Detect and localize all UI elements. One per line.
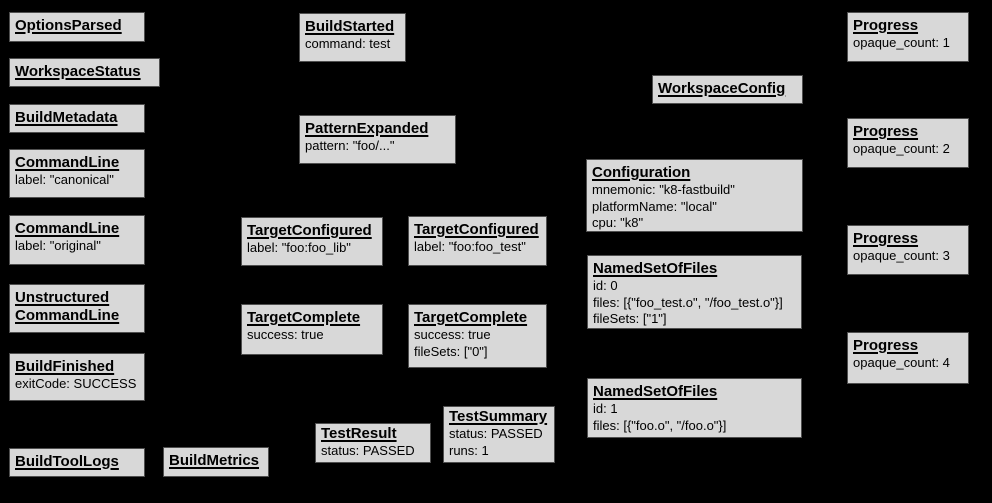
- event-box-command-line-canonical: CommandLine label: "canonical": [9, 149, 145, 198]
- event-field: platformName: "local": [592, 198, 717, 214]
- event-title: Progress: [853, 123, 919, 140]
- event-box-named-set-of-files-1: NamedSetOfFiles id: 1 files: [{"foo.o", …: [587, 378, 802, 438]
- event-title: NamedSetOfFiles: [593, 383, 718, 400]
- event-field: id: 1: [593, 401, 618, 416]
- event-box-configuration: Configuration mnemonic: "k8-fastbuild" p…: [586, 159, 803, 232]
- event-box-test-result: TestResult status: PASSED: [315, 423, 431, 463]
- event-field: fileSets: ["1"]: [593, 311, 667, 326]
- event-title: WorkspaceConfig: [658, 80, 786, 97]
- event-title: NamedSetOfFiles: [593, 260, 718, 277]
- event-field: files: [{"foo_test.o", "/foo_test.o"}]: [593, 294, 783, 310]
- event-title: BuildMetadata: [15, 109, 118, 126]
- event-title: TargetComplete: [247, 309, 361, 326]
- event-field: exitCode: SUCCESS: [15, 376, 137, 391]
- event-box-options-parsed: OptionsParsed: [9, 12, 145, 42]
- event-field: status: PASSED: [321, 443, 415, 458]
- event-box-target-complete-foo-test: TargetComplete success: true fileSets: […: [408, 304, 547, 368]
- event-field: mnemonic: "k8-fastbuild": [592, 182, 735, 197]
- event-title: TargetConfigured: [414, 221, 539, 238]
- event-field: fileSets: ["0"]: [414, 343, 488, 359]
- event-title: BuildMetrics: [169, 452, 260, 469]
- event-field: runs: 1: [449, 442, 489, 458]
- event-box-build-metrics: BuildMetrics: [163, 447, 269, 477]
- event-title: CommandLine: [15, 154, 120, 171]
- event-box-test-summary: TestSummary status: PASSED runs: 1: [443, 406, 555, 463]
- event-box-unstructured-command-line: Unstructured CommandLine: [9, 284, 145, 333]
- event-title: Unstructured CommandLine: [15, 289, 120, 324]
- event-box-progress-3: Progress opaque_count: 3: [847, 225, 969, 275]
- event-title: Progress: [853, 337, 919, 354]
- event-box-command-line-original: CommandLine label: "original": [9, 215, 145, 265]
- event-field: label: "foo:foo_lib": [247, 240, 351, 255]
- event-box-build-metadata: BuildMetadata: [9, 104, 145, 133]
- event-title: CommandLine: [15, 220, 120, 237]
- event-box-target-complete-foo-lib: TargetComplete success: true: [241, 304, 383, 355]
- event-field: files: [{"foo.o", "/foo.o"}]: [593, 417, 727, 433]
- event-box-target-configured-foo-test: TargetConfigured label: "foo:foo_test": [408, 216, 547, 266]
- event-field: id: 0: [593, 278, 618, 293]
- event-title: TargetComplete: [414, 309, 528, 326]
- event-box-pattern-expanded: PatternExpanded pattern: "foo/...": [299, 115, 456, 164]
- event-field: label: "foo:foo_test": [414, 239, 526, 254]
- event-title: BuildFinished: [15, 358, 115, 375]
- event-field: pattern: "foo/...": [305, 138, 395, 153]
- event-box-progress-1: Progress opaque_count: 1: [847, 12, 969, 62]
- event-field: label: "original": [15, 238, 101, 253]
- event-field: label: "canonical": [15, 172, 114, 187]
- event-title: BuildToolLogs: [15, 453, 119, 470]
- event-title: TargetConfigured: [247, 222, 372, 239]
- event-box-build-finished: BuildFinished exitCode: SUCCESS: [9, 353, 145, 401]
- event-title: TestSummary: [449, 408, 548, 425]
- event-title: Progress: [853, 17, 919, 34]
- event-title: Configuration: [592, 164, 691, 181]
- event-box-target-configured-foo-lib: TargetConfigured label: "foo:foo_lib": [241, 217, 383, 266]
- event-title: WorkspaceStatus: [15, 63, 141, 80]
- event-field: success: true: [247, 327, 324, 342]
- event-field: cpu: "k8": [592, 215, 644, 230]
- event-box-build-started: BuildStarted command: test: [299, 13, 406, 62]
- event-field: status: PASSED: [449, 426, 543, 441]
- event-field: success: true: [414, 327, 491, 342]
- event-title: TestResult: [321, 425, 397, 442]
- event-box-build-tool-logs: BuildToolLogs: [9, 448, 145, 477]
- event-field: opaque_count: 1: [853, 35, 950, 50]
- event-box-progress-2: Progress opaque_count: 2: [847, 118, 969, 168]
- event-title: BuildStarted: [305, 18, 395, 35]
- event-box-progress-4: Progress opaque_count: 4: [847, 332, 969, 384]
- event-field: opaque_count: 2: [853, 141, 950, 156]
- event-title: Progress: [853, 230, 919, 247]
- event-field: opaque_count: 4: [853, 355, 950, 370]
- event-box-workspace-status: WorkspaceStatus: [9, 58, 160, 87]
- event-box-workspace-config: WorkspaceConfig: [652, 75, 803, 104]
- event-field: command: test: [305, 36, 391, 51]
- event-field: opaque_count: 3: [853, 248, 950, 263]
- event-box-named-set-of-files-0: NamedSetOfFiles id: 0 files: [{"foo_test…: [587, 255, 802, 329]
- event-title: PatternExpanded: [305, 120, 429, 137]
- event-title: OptionsParsed: [15, 17, 122, 34]
